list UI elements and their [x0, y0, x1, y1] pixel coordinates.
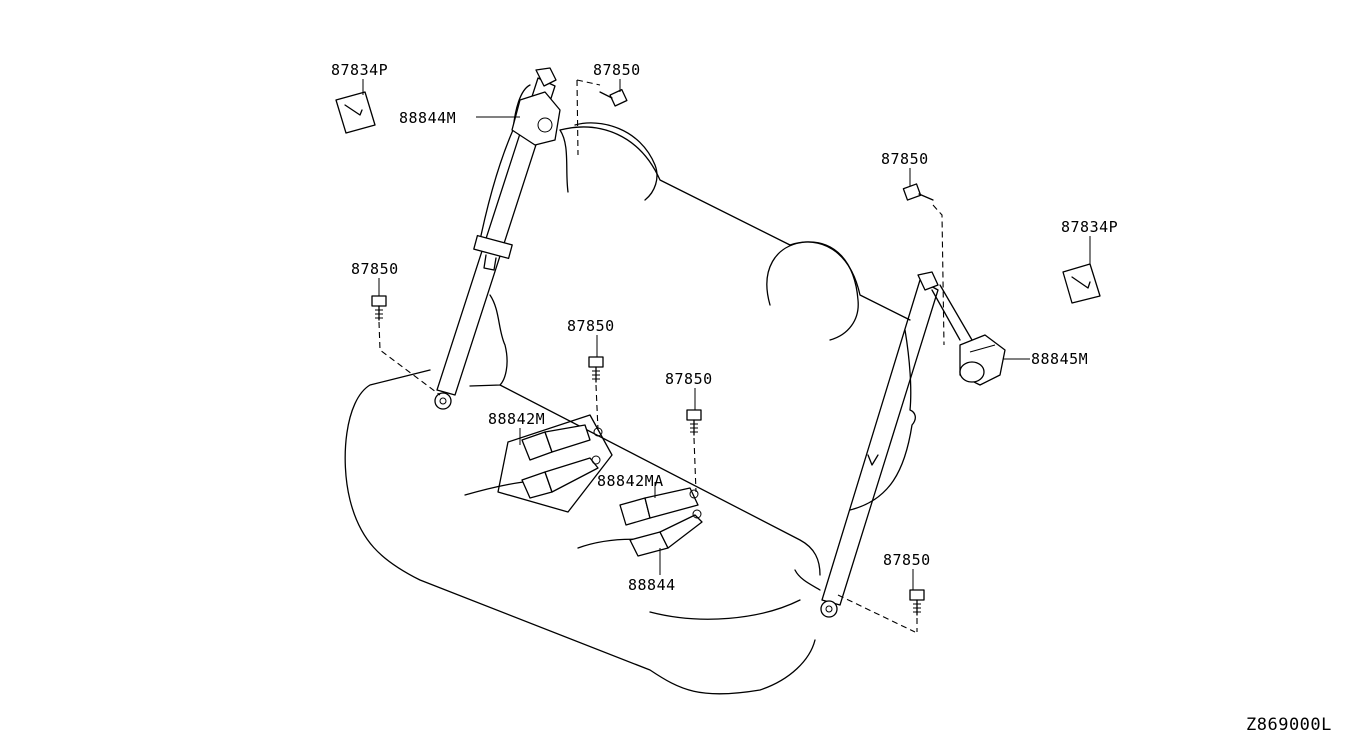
callout-88844M: 88844M [399, 109, 456, 127]
figure-code: Z869000L [1246, 715, 1332, 735]
left-shoulder-belt [434, 67, 561, 410]
callout-87850-center: 87850 [567, 317, 615, 335]
rear-seat-outline [344, 122, 916, 695]
callout-87850-top-right: 87850 [881, 150, 929, 168]
callout-88842M: 88842M [488, 410, 545, 428]
cover-87834P-right [1062, 263, 1101, 304]
callout-88845M: 88845M [1031, 350, 1088, 368]
callout-88842MA: 88842MA [597, 472, 664, 490]
bolt-87850-a [371, 295, 387, 321]
callout-88844: 88844 [628, 576, 676, 594]
callout-87834P-right: 87834P [1061, 218, 1118, 236]
callout-87850-bottom-right: 87850 [883, 551, 931, 569]
buckle-group-88842M [497, 414, 613, 513]
buckle-group-88842MA [619, 487, 703, 557]
cover-87834P-left [335, 91, 376, 134]
installation-lines [378, 79, 945, 633]
callout-87834P-left: 87834P [331, 61, 388, 79]
leader-lines [362, 79, 1091, 590]
bolt-87850-e [599, 88, 628, 107]
bolt-87850-f [902, 183, 934, 201]
callout-87850-center-right: 87850 [665, 370, 713, 388]
callout-87850-top-left: 87850 [593, 61, 641, 79]
callout-87850-left: 87850 [351, 260, 399, 278]
bolt-87850-b [588, 356, 604, 383]
bolt-87850-c [686, 409, 702, 436]
bolt-87850-d [909, 589, 925, 616]
callout-labels: 87834P 87850 88844M 87850 87834P 87850 8… [331, 61, 1118, 594]
right-shoulder-belt [820, 271, 1006, 618]
